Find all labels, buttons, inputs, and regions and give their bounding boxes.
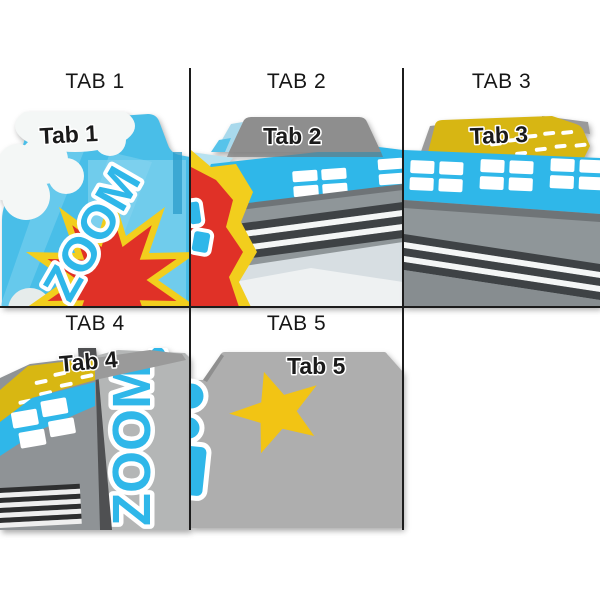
tab-edge-shade [203, 354, 224, 382]
tab-1-name: Tab 1 [39, 120, 99, 149]
bus-windows [409, 158, 600, 193]
cell-label-tab-3: TAB 3 [471, 70, 532, 93]
cell-label-tab-2: TAB 2 [266, 70, 327, 93]
tab-2-preview: Tab 2 [191, 117, 403, 307]
tab-5-name: Tab 5 [287, 353, 346, 379]
grid-line-vertical-1 [189, 68, 191, 530]
cell-label-tab-5: TAB 5 [266, 312, 327, 335]
index-tab-yellow [426, 116, 590, 160]
front-page [0, 356, 100, 530]
grid-line-horizontal [0, 306, 600, 308]
tab-2-name: Tab 2 [263, 123, 321, 149]
tab-4-name: Tab 4 [58, 346, 119, 377]
road-dashes [490, 130, 587, 160]
grid-line-vertical-2 [402, 68, 404, 530]
burst-edge [191, 150, 257, 307]
cell-label-tab-4: TAB 4 [65, 312, 125, 335]
index-tab-gray [211, 117, 383, 157]
tab-1-preview: ZOOM Tab 1 [0, 112, 190, 307]
tab-5-preview: Tab 5 [191, 352, 403, 528]
clouds [0, 112, 135, 307]
cell-label-tab-1: TAB 1 [65, 70, 125, 93]
tab-4-preview: ZOOM [0, 348, 190, 530]
burst-inner-red [47, 212, 177, 307]
tab-3-preview: Tab 3 [404, 116, 600, 307]
divider-page-tab-5 [191, 352, 403, 528]
road-stripes [0, 483, 82, 529]
divider-fold-shadow [173, 152, 182, 214]
bus-window-panes [11, 397, 76, 449]
star [229, 371, 317, 454]
side-zoom-text: ZOOM [102, 364, 162, 526]
tab-3-name: Tab 3 [469, 121, 528, 149]
index-tab-gray-part [95, 350, 186, 380]
zoom-letter-fragments [191, 378, 212, 501]
road [404, 200, 600, 307]
